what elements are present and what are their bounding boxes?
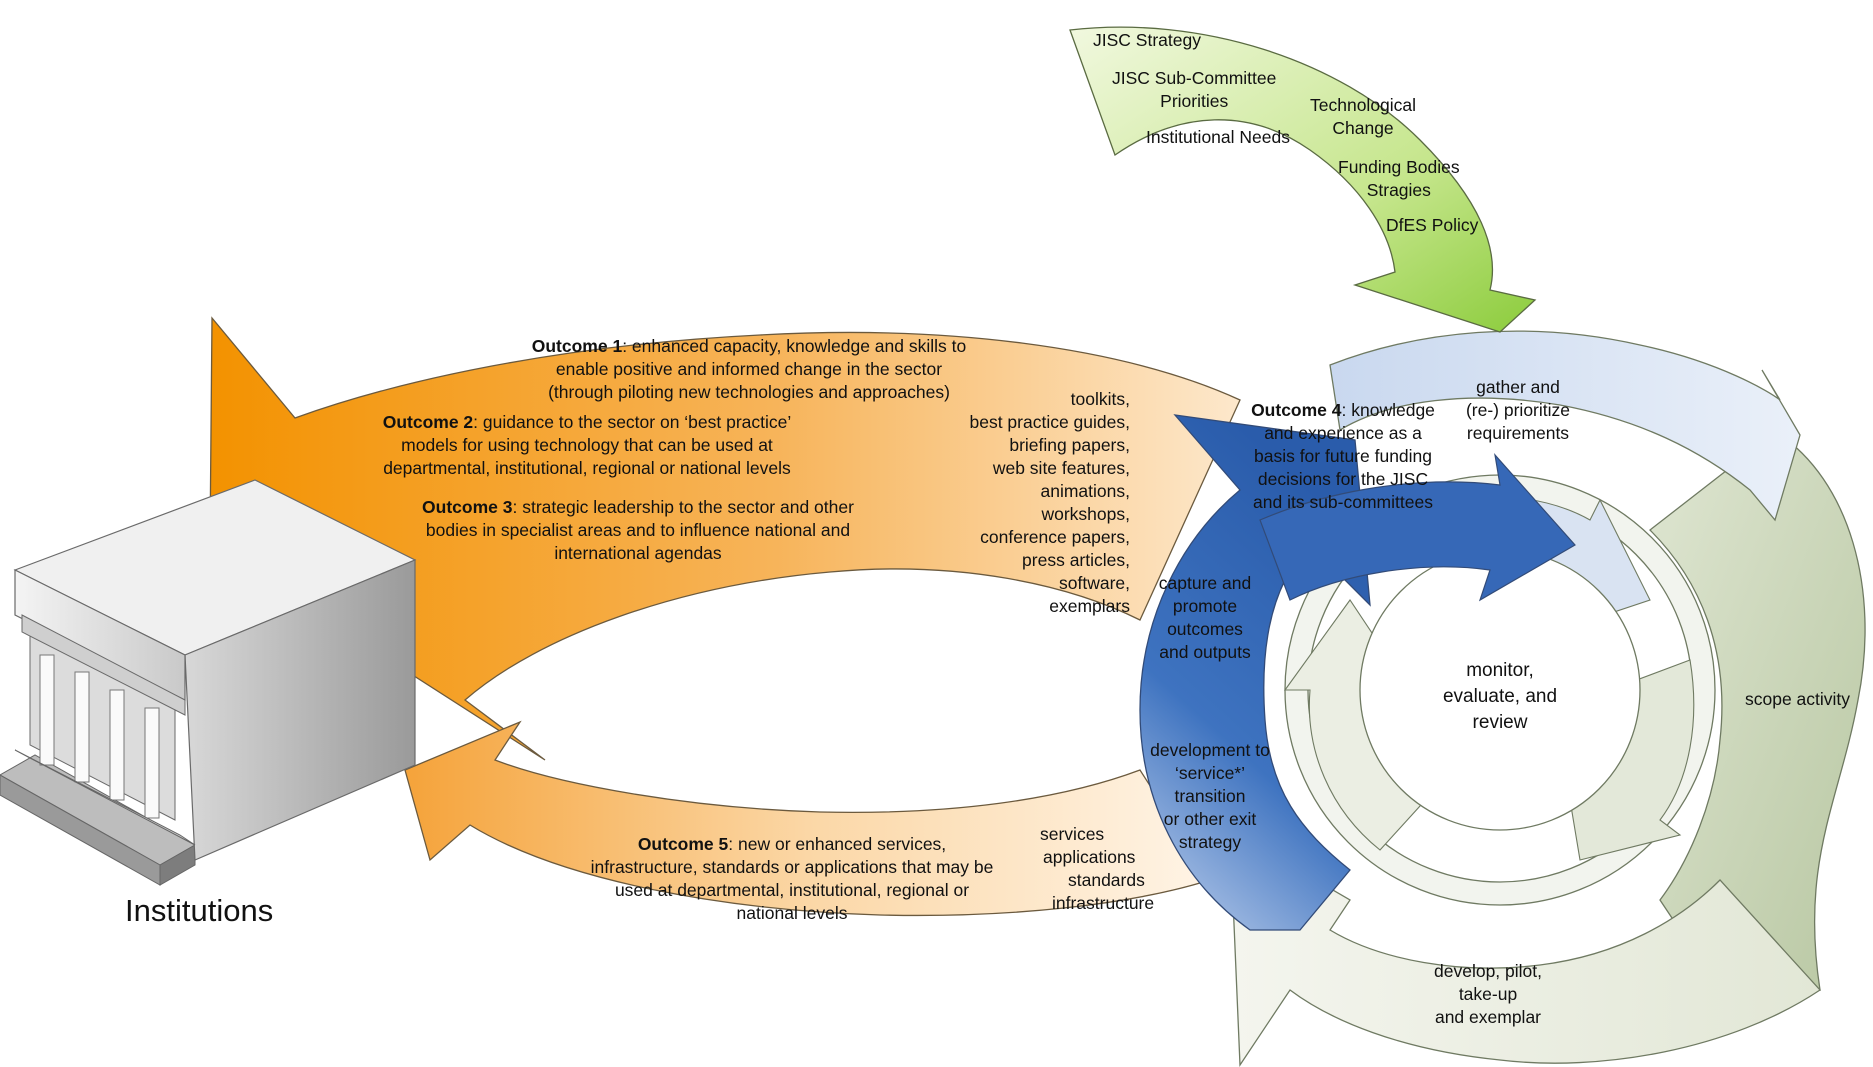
outcome-3-text: Outcome 3: strategic leadership to the s… xyxy=(403,496,873,565)
input-funding-line1: Funding Bodies xyxy=(1338,157,1460,177)
input-jisc-strategy: JISC Strategy xyxy=(1093,30,1201,50)
transition-line: development to xyxy=(1150,740,1270,760)
outputs-item: animations, xyxy=(1040,481,1131,501)
develop-line: take-up xyxy=(1458,984,1518,1004)
outcome-5-text: Outcome 5: new or enhanced services, inf… xyxy=(562,833,1022,925)
gather-line: (re-) prioritize xyxy=(1465,400,1571,420)
capture-line: promote xyxy=(1172,596,1238,616)
input-dfes-policy: DfES Policy xyxy=(1386,215,1479,235)
outputs-item: conference papers, xyxy=(980,527,1130,547)
input-subcommittee-line1: JISC Sub-Committee xyxy=(1112,68,1277,88)
cycle-scope-label: scope activity xyxy=(1745,689,1851,709)
outcome-4-title: Outcome 4 xyxy=(1251,400,1342,420)
cycle-center-label: monitor, evaluate, and review xyxy=(1420,658,1580,736)
outcome-5-title: Outcome 5 xyxy=(637,834,729,854)
scope-activity-arrow xyxy=(1649,431,1866,991)
outputs-item: press articles, xyxy=(1022,550,1130,570)
outcome-5-line1: infrastructure, standards or application… xyxy=(590,857,994,877)
outcome-2-title: Outcome 2 xyxy=(382,412,474,432)
gather-requirements-arrow xyxy=(1329,330,1801,522)
institutions-label: Institutions xyxy=(125,893,274,928)
outcome-4-lead: : knowledge xyxy=(1341,400,1435,420)
transition-line: transition xyxy=(1174,786,1246,806)
input-technological-change: Technological Change xyxy=(1310,94,1416,140)
outcome-5-lead: : new or enhanced services, xyxy=(728,834,947,854)
outcome-3-line2: international agendas xyxy=(554,543,722,563)
services-list: services applications standards infrastr… xyxy=(1040,823,1180,915)
outcome-2-line0: Outcome 2: guidance to the sector on ‘be… xyxy=(383,412,792,432)
inputs-arrow xyxy=(1069,26,1537,333)
develop-line: develop, pilot, xyxy=(1434,961,1542,981)
outcome-1-line0: Outcome 1: enhanced capacity, knowledge … xyxy=(532,336,967,356)
outcome-2-line1: models for using technology that can be … xyxy=(401,435,773,455)
outcome-4-line0: Outcome 4: knowledge xyxy=(1251,400,1435,420)
services-item: standards xyxy=(1068,870,1145,890)
services-item: applications xyxy=(1043,847,1136,867)
input-funding-bodies: Funding Bodies Stragies xyxy=(1338,156,1460,202)
outcome-4-line2: basis for future funding xyxy=(1253,446,1433,466)
transition-line: strategy xyxy=(1178,832,1242,852)
develop-line: and exemplar xyxy=(1434,1007,1542,1027)
center-line: monitor, xyxy=(1466,660,1534,681)
develop-pilot-arrow xyxy=(1229,828,1821,1067)
outcomes-upper-arrow xyxy=(209,316,1241,761)
cycle-develop-label: develop, pilot, take-up and exemplar xyxy=(1418,960,1558,1029)
outcome-2-line2: departmental, institutional, regional or… xyxy=(383,458,791,478)
gather-line: gather and xyxy=(1476,377,1560,397)
outcome-4-text: Outcome 4: knowledge and experience as a… xyxy=(1243,399,1443,514)
input-funding-line2: Stragies xyxy=(1366,180,1431,200)
outcome-5-line3: national levels xyxy=(736,903,848,923)
outcome-4-line3: decisions for the JISC xyxy=(1257,469,1429,489)
input-tech-line2: Change xyxy=(1332,118,1394,138)
outputs-item: toolkits, xyxy=(1070,389,1130,409)
cycle-transition-label: development to ‘service*’ transition or … xyxy=(1140,739,1280,854)
outputs-item: web site features, xyxy=(992,458,1130,478)
services-item: infrastructure xyxy=(1052,893,1155,913)
input-subcommittee-priorities: JISC Sub-Committee Priorities xyxy=(1112,67,1276,113)
outcome-2-text: Outcome 2: guidance to the sector on ‘be… xyxy=(357,411,817,480)
outputs-item: best practice guides, xyxy=(969,412,1130,432)
blue-top-arrow xyxy=(1259,453,1576,602)
building-icon xyxy=(0,479,417,886)
capture-line: capture and xyxy=(1158,573,1252,593)
outcome-1-line1: enable positive and informed change in t… xyxy=(555,359,943,379)
outcome-3-lead: : strategic leadership to the sector and… xyxy=(512,497,854,517)
outcome-5-line2: used at departmental, institutional, reg… xyxy=(614,880,970,900)
outcome-3-line1: bodies in specialist areas and to influe… xyxy=(425,520,851,540)
capture-line: and outputs xyxy=(1159,642,1251,662)
outcomes-lower-arrow xyxy=(404,720,1212,917)
capture-line: outcomes xyxy=(1167,619,1243,639)
outcome-3-title: Outcome 3 xyxy=(422,497,513,517)
center-line: review xyxy=(1472,712,1528,733)
cycle-capture-label: capture and promote outcomes and outputs xyxy=(1145,572,1265,664)
cycle-gather-label: gather and (re-) prioritize requirements xyxy=(1448,376,1588,445)
input-tech-line1: Technological xyxy=(1310,95,1417,115)
outcome-4-line1: and experience as a xyxy=(1264,423,1422,443)
transition-line: or other exit xyxy=(1163,809,1257,829)
outcome-1-line2: (through piloting new technologies and a… xyxy=(548,382,950,402)
outputs-item: briefing papers, xyxy=(1009,435,1130,455)
outcome-1-title: Outcome 1 xyxy=(531,336,623,356)
outputs-item: exemplars xyxy=(1049,596,1130,616)
transition-line: ‘service*’ xyxy=(1174,763,1246,783)
outputs-item: workshops, xyxy=(1041,504,1130,524)
services-item: services xyxy=(1040,824,1105,844)
outcome-5-line0: Outcome 5: new or enhanced services, xyxy=(638,834,946,854)
outcome-4-line4: and its sub-committees xyxy=(1253,492,1433,512)
gather-line: requirements xyxy=(1466,423,1570,443)
input-institutional-needs: Institutional Needs xyxy=(1146,127,1290,147)
center-line: evaluate, and xyxy=(1442,686,1558,707)
outcome-1-lead: : enhanced capacity, knowledge and skill… xyxy=(622,336,967,356)
input-subcommittee-line2: Priorities xyxy=(1160,91,1229,111)
outputs-item: software, xyxy=(1059,573,1130,593)
outputs-list: toolkits, best practice guides, briefing… xyxy=(950,388,1130,618)
outcome-2-lead: : guidance to the sector on ‘best practi… xyxy=(473,412,792,432)
outcome-3-line0: Outcome 3: strategic leadership to the s… xyxy=(422,497,854,517)
outcome-1-text: Outcome 1: enhanced capacity, knowledge … xyxy=(499,335,999,404)
